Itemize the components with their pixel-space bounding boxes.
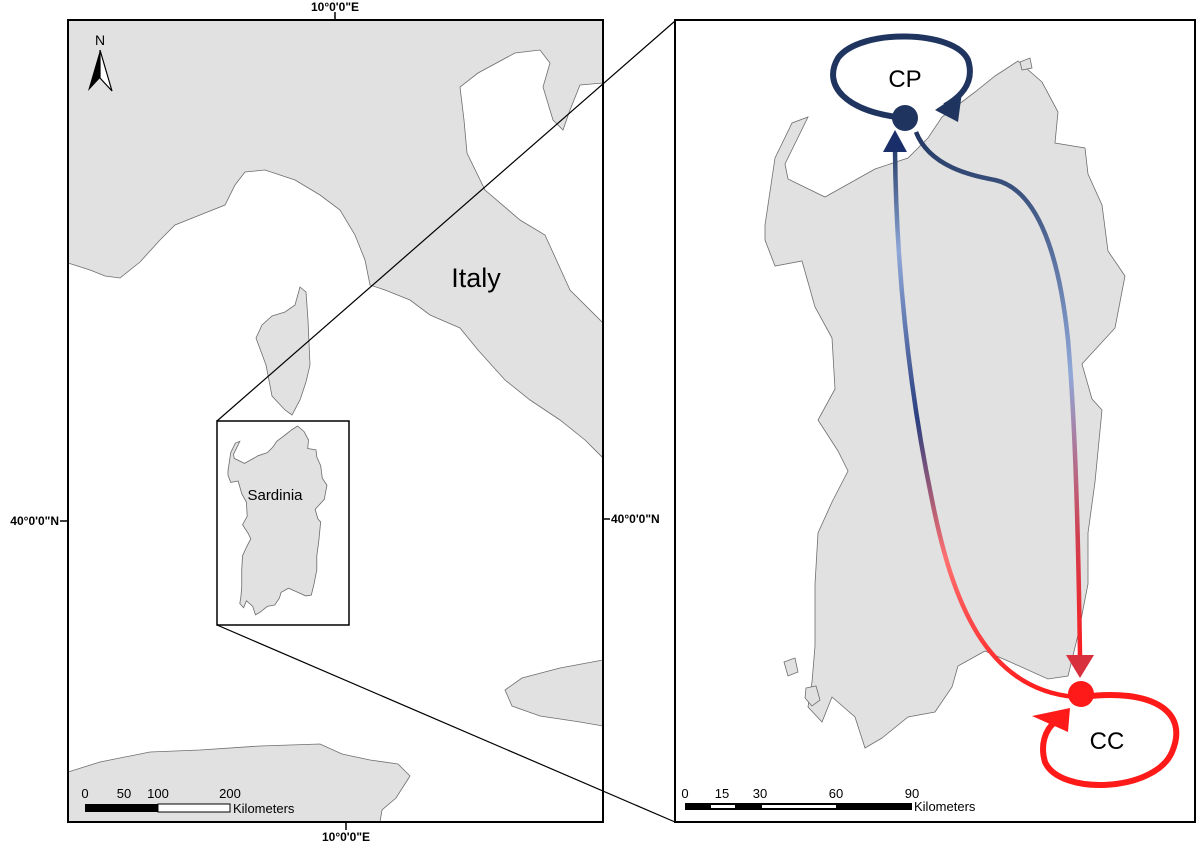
- corsica: [255, 286, 311, 416]
- scale-tick-label: 0: [681, 786, 688, 801]
- calabria-coast: [504, 659, 603, 727]
- island-small: [783, 657, 799, 677]
- sicily: [68, 743, 411, 822]
- scale-tick-label: 50: [117, 786, 131, 801]
- node-cp: [892, 105, 918, 131]
- north-label: N: [95, 32, 105, 48]
- node-label-cp: CP: [888, 66, 921, 93]
- latitude-label-left: 40°0'0"N: [10, 514, 59, 528]
- arrowhead-loop-cc: [1032, 708, 1070, 732]
- self-loop-cp: [830, 33, 973, 121]
- italy-label: Italy: [451, 263, 501, 293]
- flow-cp-to-cc: [913, 131, 1083, 656]
- latitude-label-right: 40°0'0"N: [611, 512, 660, 526]
- self-loop-cc: [1040, 692, 1180, 788]
- scale-unit-label: Kilometers: [914, 799, 976, 814]
- node-cc: [1068, 681, 1094, 707]
- scale-tick-label: 90: [905, 786, 919, 801]
- scale-tick-label: 0: [81, 786, 88, 801]
- longitude-label-top: 10°0'0"E: [311, 0, 359, 14]
- arrowhead-to-cp: [883, 130, 907, 152]
- node-label-cc: CC: [1090, 728, 1125, 755]
- longitude-label-bottom: 10°0'0"E: [322, 830, 370, 844]
- scale-tick-label: 100: [147, 786, 169, 801]
- overview-scale-bar: 0 50 100 200 Kilometers: [81, 786, 295, 816]
- scale-tick-label: 60: [829, 786, 843, 801]
- mainland-europe-italy: [68, 20, 603, 459]
- island-sant-antioco: [804, 685, 821, 707]
- overview-map: [68, 20, 603, 822]
- flow-cc-to-cp: [892, 149, 1077, 700]
- scale-tick-label: 15: [715, 786, 729, 801]
- detail-scale-bar: 0 15 30 60 90 Kilometers: [681, 786, 976, 814]
- inset-extent-box: [216, 420, 350, 626]
- scale-unit-label: Kilometers: [233, 801, 295, 816]
- detail-map: CP CC 0 15 30 60 90 Kilometers: [675, 20, 1195, 822]
- north-arrow-icon: N: [88, 32, 113, 92]
- arrowhead-to-cc: [1066, 655, 1094, 678]
- scale-tick-label: 200: [219, 786, 241, 801]
- arrowhead-loop-cp: [935, 92, 962, 122]
- island-maddalena: [1019, 57, 1033, 71]
- detail-frame: [674, 19, 1196, 823]
- scale-tick-label: 30: [753, 786, 767, 801]
- connector-line-bottom: [216, 624, 676, 823]
- connector-line-top: [216, 20, 676, 422]
- sardinia-label: Sardinia: [247, 487, 303, 504]
